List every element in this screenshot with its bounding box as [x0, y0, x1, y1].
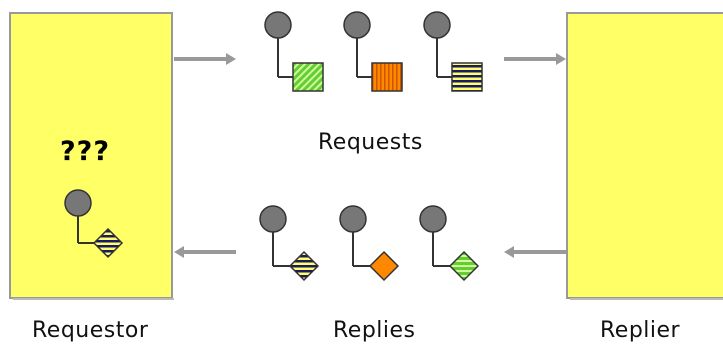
- navy-yellow-striped-diamond-icon: [92, 227, 124, 259]
- requestor-label: Requestor: [32, 318, 149, 343]
- reply-message-1: [259, 205, 320, 282]
- requests-label: Requests: [318, 130, 423, 155]
- request-message-3: [423, 11, 483, 92]
- replier-box: [566, 12, 723, 299]
- request-message-1: [264, 11, 324, 92]
- requestor-box: [9, 12, 173, 299]
- orange-vertical-striped-square-icon: [371, 62, 403, 92]
- requestor-unknown-marker: ???: [60, 136, 110, 167]
- navy-yellow-horizontal-striped-square-icon: [451, 62, 483, 92]
- request-message-2: [343, 11, 403, 92]
- reply-arrow-in: [504, 246, 566, 258]
- replier-label: Replier: [600, 318, 681, 343]
- reply-message-2: [339, 205, 400, 282]
- green-diagonal-striped-square-icon: [292, 62, 324, 92]
- replies-label: Replies: [333, 318, 416, 343]
- orange-diamond-icon: [368, 250, 400, 282]
- request-arrow-in: [504, 53, 566, 65]
- reply-message-3: [419, 205, 480, 282]
- requestor-reply-node: [64, 189, 124, 259]
- green-striped-diamond-icon: [448, 250, 480, 282]
- navy-yellow-striped-diamond-icon: [288, 250, 320, 282]
- reply-arrow-out: [174, 246, 236, 258]
- request-arrow-out: [174, 53, 236, 65]
